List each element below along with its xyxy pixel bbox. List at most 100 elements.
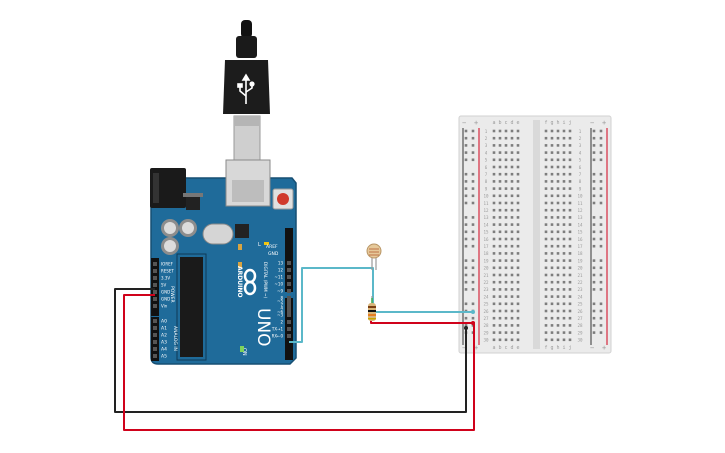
breadboard-hole[interactable] [556,194,560,198]
wire-cyan-signal[interactable] [289,267,473,343]
breadboard-hole[interactable] [550,223,554,226]
breadboard-hole[interactable] [492,259,496,262]
breadboard-hole[interactable] [556,223,560,226]
breadboard-hole[interactable] [516,338,520,342]
breadboard-hole[interactable] [510,295,514,298]
breadboard-hole[interactable] [498,201,502,205]
rail-hole[interactable] [592,201,596,205]
breadboard-hole[interactable] [562,316,566,320]
breadboard-hole[interactable] [556,259,560,262]
breadboard-hole[interactable] [568,280,572,284]
breadboard-hole[interactable] [516,172,520,176]
breadboard-hole[interactable] [492,266,496,270]
digital-pin-hole[interactable] [287,299,291,303]
breadboard-hole[interactable] [504,244,508,248]
breadboard-hole[interactable] [516,309,520,313]
breadboard-hole[interactable] [544,165,548,169]
breadboard-hole[interactable] [544,295,548,298]
rail-hole[interactable] [592,129,596,133]
breadboard-hole[interactable] [504,194,508,198]
breadboard-hole[interactable] [544,136,548,140]
breadboard-hole[interactable] [544,230,548,234]
breadboard-hole[interactable] [568,288,572,291]
rail-hole[interactable] [599,144,603,147]
breadboard-hole[interactable] [504,151,508,154]
breadboard-hole[interactable] [550,259,554,262]
rail-hole[interactable] [464,180,468,183]
rail-hole[interactable] [599,324,603,327]
breadboard-hole[interactable] [504,266,508,270]
breadboard-hole[interactable] [544,324,548,327]
breadboard-hole[interactable] [510,338,514,342]
breadboard-hole[interactable] [516,295,520,298]
breadboard-hole[interactable] [510,201,514,205]
breadboard-hole[interactable] [498,187,502,190]
breadboard-hole[interactable] [510,288,514,291]
breadboard-hole[interactable] [516,244,520,248]
breadboard-hole[interactable] [510,151,514,154]
breadboard-hole[interactable] [498,180,502,183]
breadboard-hole[interactable] [544,331,548,334]
rail-hole[interactable] [464,259,468,262]
breadboard-hole[interactable] [556,309,560,313]
breadboard-hole[interactable] [550,324,554,327]
breadboard-hole[interactable] [516,165,520,169]
breadboard-hole[interactable] [544,316,548,320]
breadboard-hole[interactable] [498,302,502,306]
wire-red-5v[interactable] [123,294,475,431]
rail-hole[interactable] [464,216,468,219]
breadboard-hole[interactable] [562,201,566,205]
breadboard-holes[interactable] [464,129,603,342]
breadboard-hole[interactable] [498,165,502,169]
rail-hole[interactable] [599,151,603,154]
digital-pin-hole[interactable] [287,303,291,307]
breadboard-hole[interactable] [544,216,548,219]
breadboard-hole[interactable] [568,165,572,169]
breadboard-hole[interactable] [562,165,566,169]
breadboard-hole[interactable] [516,129,520,133]
breadboard-hole[interactable] [492,208,496,212]
breadboard-hole[interactable] [498,288,502,291]
breadboard-hole[interactable] [556,129,560,133]
rail-hole[interactable] [592,180,596,183]
rail-hole[interactable] [464,230,468,234]
breadboard-hole[interactable] [510,129,514,133]
rail-hole[interactable] [464,273,468,277]
breadboard-hole[interactable] [516,288,520,291]
resistor[interactable] [368,296,376,321]
breadboard-hole[interactable] [510,273,514,277]
arduino-uno-board[interactable]: L ARDUINO UNO ON 1312~11~10~987~6~54~32T… [150,159,297,365]
breadboard-hole[interactable] [550,230,554,234]
power-pin-hole[interactable] [153,276,157,280]
rail-hole[interactable] [592,136,596,140]
breadboard-hole[interactable] [516,180,520,183]
breadboard-hole[interactable] [498,280,502,284]
breadboard-hole[interactable] [492,237,496,241]
breadboard-hole[interactable] [492,144,496,147]
breadboard-hole[interactable] [504,201,508,205]
breadboard-hole[interactable] [504,273,508,277]
breadboard-hole[interactable] [510,223,514,226]
breadboard-hole[interactable] [498,208,502,212]
breadboard-hole[interactable] [562,208,566,212]
digital-pin-hole[interactable] [287,268,291,272]
breadboard-hole[interactable] [504,216,508,219]
breadboard-hole[interactable] [492,309,496,313]
wire-endpoint[interactable] [464,326,468,330]
rail-hole[interactable] [471,216,475,219]
breadboard-hole[interactable] [568,151,572,154]
breadboard-hole[interactable] [510,144,514,147]
analog-pin-hole[interactable] [153,347,157,351]
breadboard-hole[interactable] [568,237,572,241]
breadboard-hole[interactable] [556,187,560,190]
analog-pin-hole[interactable] [153,340,157,344]
breadboard-hole[interactable] [568,144,572,147]
breadboard-hole[interactable] [492,230,496,234]
wire-endpoint[interactable] [471,310,475,314]
breadboard-hole[interactable] [498,309,502,313]
breadboard-hole[interactable] [516,136,520,140]
digital-pin-hole[interactable] [287,320,291,324]
breadboard-hole[interactable] [492,331,496,334]
rail-hole[interactable] [599,194,603,198]
breadboard-hole[interactable] [556,280,560,284]
